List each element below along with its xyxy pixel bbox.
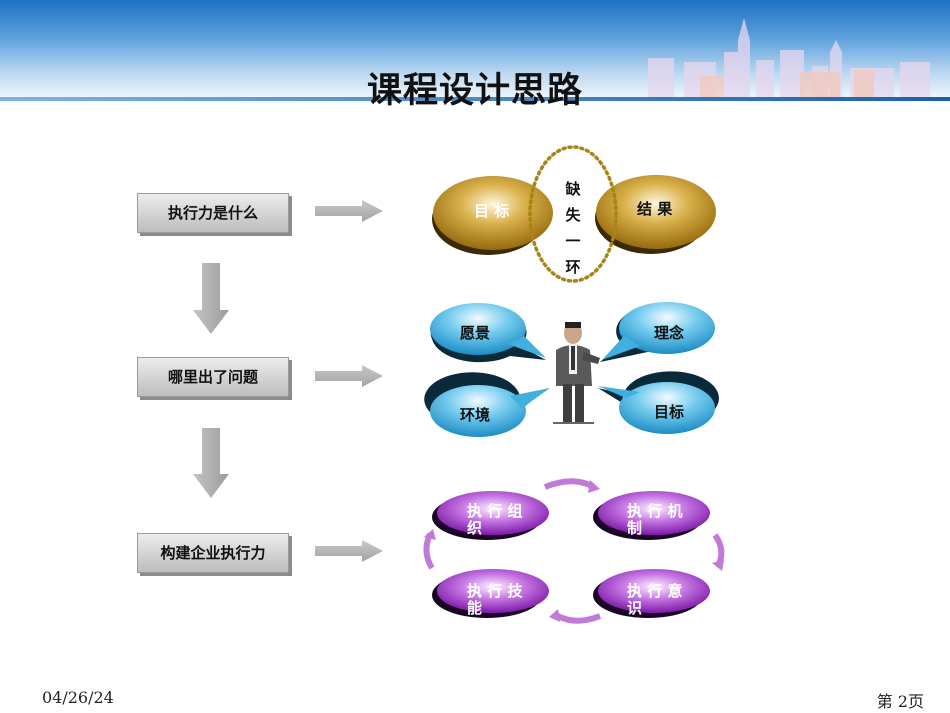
missing-link-char-3: 一 bbox=[565, 232, 581, 250]
concept-bubble-tail bbox=[602, 336, 640, 360]
city-skyline-image bbox=[648, 18, 930, 98]
header-divider bbox=[0, 97, 950, 101]
slide-date: 04/26/24 bbox=[42, 688, 114, 707]
awareness-label-line-2: 识 bbox=[627, 599, 643, 617]
slide-header bbox=[0, 0, 950, 105]
mechanism-oval bbox=[598, 491, 710, 535]
right-arrow-1 bbox=[315, 200, 383, 222]
concept-bubble bbox=[619, 302, 715, 354]
mechanism-label: 执 行 机 制 bbox=[627, 503, 682, 537]
down-arrow-2 bbox=[193, 428, 229, 498]
org-label: 执 行 组 织 bbox=[467, 503, 522, 537]
awareness-oval bbox=[598, 569, 710, 613]
environment-bubble bbox=[430, 385, 526, 437]
target-label: 目标 bbox=[654, 403, 685, 421]
mechanism-label-line-1: 执 行 机 bbox=[627, 502, 683, 520]
right-arrow-3 bbox=[315, 540, 383, 562]
skill-label-line-2: 能 bbox=[467, 599, 483, 617]
missing-link-char-2: 失 bbox=[565, 206, 581, 224]
target-bubble-tail bbox=[598, 386, 640, 398]
missing-link-char-1: 缺 bbox=[565, 180, 581, 198]
vision-label: 愿景 bbox=[460, 324, 491, 342]
vision-bubble bbox=[430, 303, 526, 355]
awareness-label-line-1: 执 行 意 bbox=[627, 582, 683, 600]
step-box-where-is-problem: 哪里出了问题 bbox=[137, 357, 289, 397]
cycle-arrow-left bbox=[423, 532, 435, 570]
businessman-figure bbox=[553, 322, 600, 424]
step-box-what-is-execution: 执行力是什么 bbox=[137, 193, 289, 233]
slide-title: 课程设计思路 bbox=[366, 71, 583, 111]
skill-label-line-1: 执 行 技 bbox=[467, 582, 523, 600]
environment-label: 环境 bbox=[460, 406, 491, 424]
awareness-label: 执 行 意 识 bbox=[627, 583, 682, 617]
skill-label: 执 行 技 能 bbox=[467, 583, 522, 617]
org-label-line-1: 执 行 组 bbox=[467, 502, 523, 520]
missing-link-ring bbox=[528, 145, 618, 283]
vision-bubble-tail bbox=[508, 336, 546, 358]
goal-oval bbox=[433, 176, 553, 250]
right-arrow-2 bbox=[315, 365, 383, 387]
target-bubble bbox=[619, 382, 715, 434]
page-number: 第 2页 bbox=[876, 692, 924, 711]
cycle-arrow-top bbox=[543, 478, 594, 490]
missing-link-char-4: 环 bbox=[565, 258, 581, 276]
cycle-arrow-bottom bbox=[554, 612, 602, 624]
org-oval bbox=[437, 491, 549, 535]
step-box-build-execution: 构建企业执行力 bbox=[137, 533, 289, 573]
result-oval bbox=[596, 175, 716, 249]
down-arrow-1 bbox=[193, 263, 229, 334]
goal-oval-label: 目 标 bbox=[474, 202, 510, 220]
concept-label: 理念 bbox=[654, 324, 685, 342]
skill-oval bbox=[437, 569, 549, 613]
result-oval-label: 结 果 bbox=[637, 200, 673, 218]
environment-bubble-tail bbox=[510, 388, 550, 408]
mechanism-label-line-2: 制 bbox=[627, 519, 643, 537]
org-label-line-2: 织 bbox=[467, 519, 483, 537]
